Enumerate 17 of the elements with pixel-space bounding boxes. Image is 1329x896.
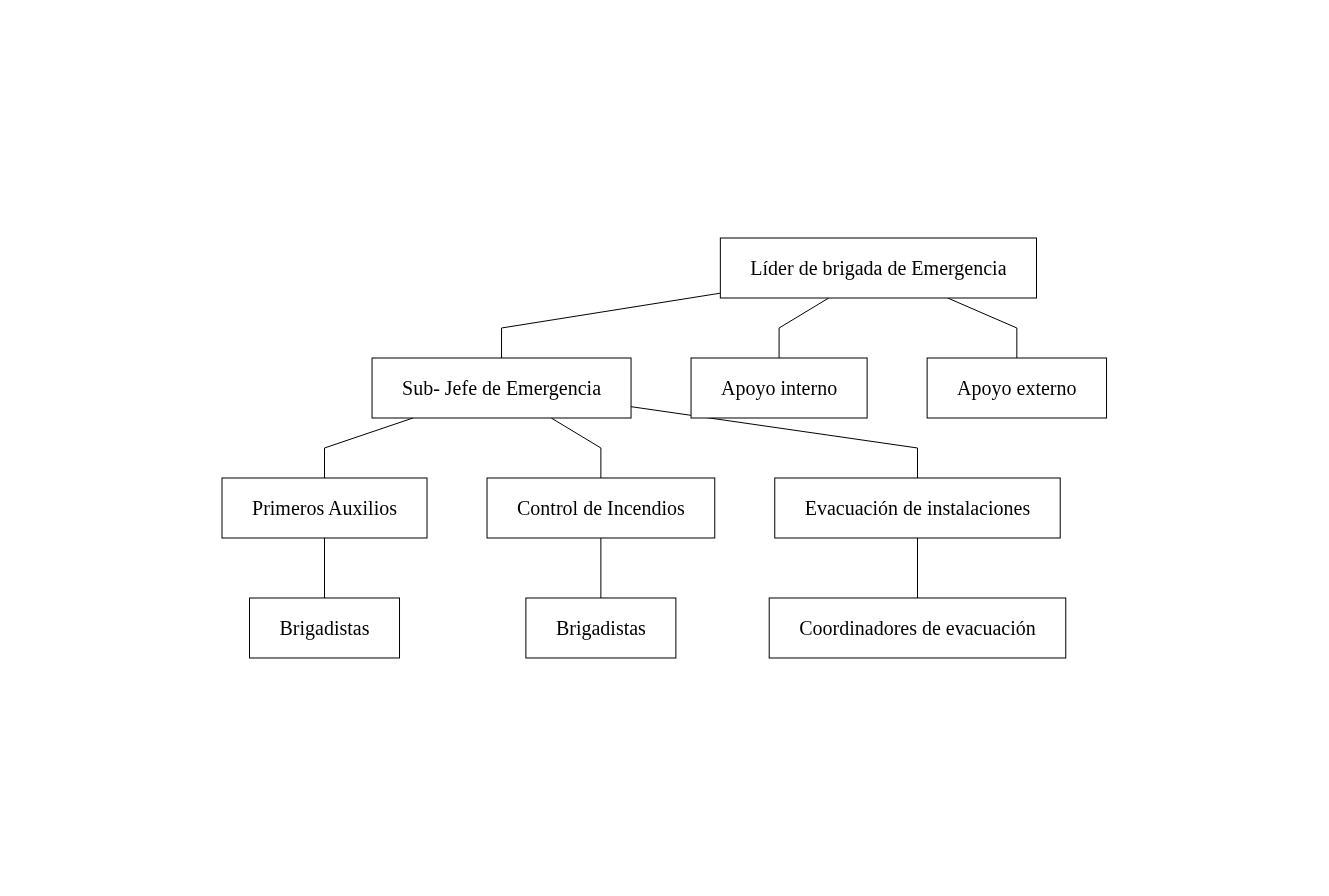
connector — [501, 292, 722, 359]
node-box: Sub- Jefe de Emergencia — [371, 357, 632, 419]
node-box: Primeros Auxilios — [221, 477, 428, 539]
connector — [917, 537, 919, 599]
node-box: Control de Incendios — [486, 477, 716, 539]
node-box: Líder de brigada de Emergencia — [720, 237, 1038, 299]
node-box: Apoyo externo — [926, 357, 1108, 419]
connector — [324, 537, 326, 599]
node-box: Brigadistas — [525, 597, 677, 659]
node-box: Apoyo interno — [690, 357, 868, 419]
connector — [600, 537, 602, 599]
connector — [630, 406, 919, 479]
connector — [550, 417, 602, 479]
node-box: Brigadistas — [249, 597, 401, 659]
node-box: Coordinadores de evacuación — [768, 597, 1067, 659]
connector — [324, 417, 414, 479]
node-box: Evacuación de instalaciones — [774, 477, 1061, 539]
